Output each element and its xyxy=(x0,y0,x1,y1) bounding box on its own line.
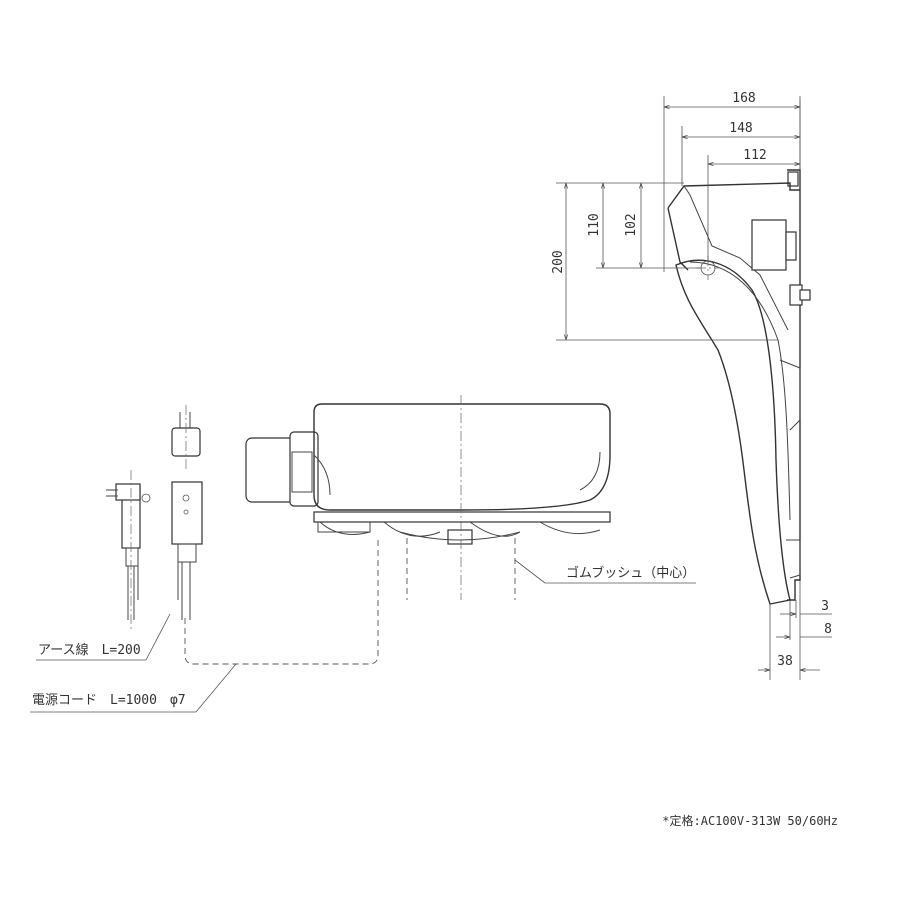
dim-148: 148 xyxy=(729,121,752,136)
power-cord-label: 電源コード L=1000 φ7 xyxy=(32,693,186,708)
side-view: 168 148 112 200 110 102 3 8 38 xyxy=(551,91,832,680)
front-view: ゴムブッシュ（中心） xyxy=(184,395,696,665)
plug-assembly: アース線 L=200 電源コード L=1000 φ7 xyxy=(30,405,237,713)
dim-168: 168 xyxy=(732,91,755,106)
dim-38: 38 xyxy=(777,654,793,669)
rubber-bush-label: ゴムブッシュ（中心） xyxy=(566,565,695,581)
rating-spec: *定格:AC100V-313W 50/60Hz xyxy=(662,813,838,828)
dim-110: 110 xyxy=(587,213,602,236)
dim-200: 200 xyxy=(551,250,566,273)
dim-102: 102 xyxy=(624,213,639,236)
dim-3: 3 xyxy=(821,599,829,614)
earth-wire-label: アース線 L=200 xyxy=(38,642,141,658)
dim-112: 112 xyxy=(743,148,766,163)
dim-8: 8 xyxy=(824,622,832,637)
